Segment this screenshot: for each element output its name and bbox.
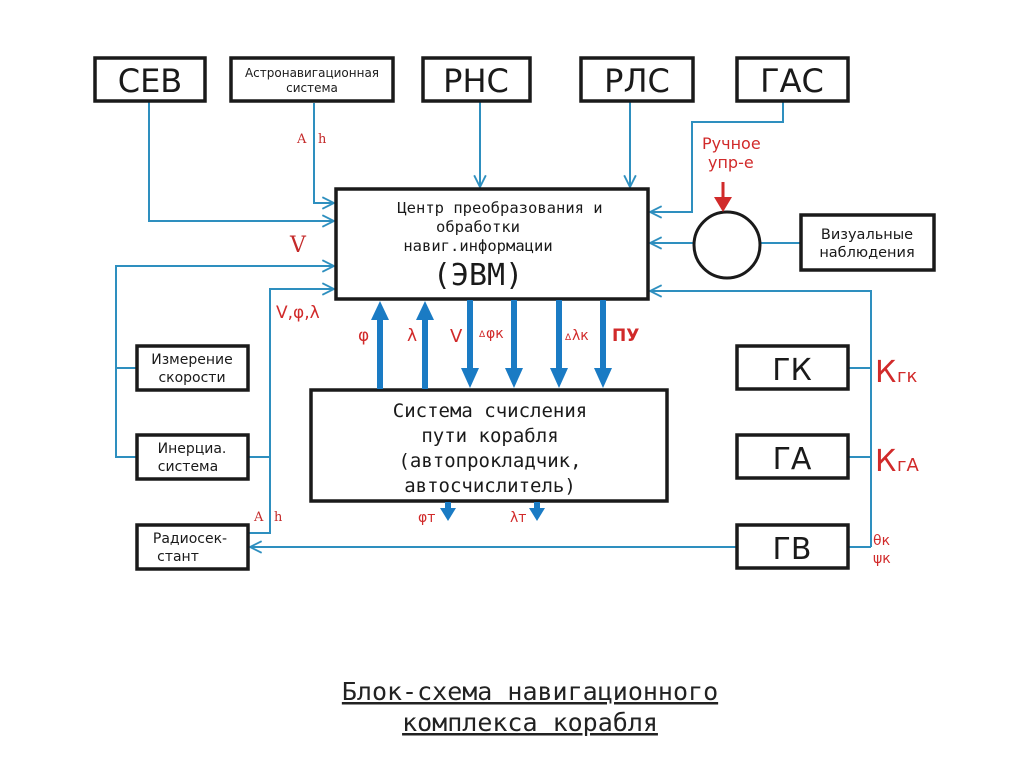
signal-lambda-t: λт [510,510,526,526]
block-gk: ГК [735,344,850,391]
sextant-label-1: Радиосек- [153,531,227,547]
wire-gyro-bus [650,291,872,547]
dr-label-4: автосчислитель) [404,475,576,497]
arrow-lambda-t-head [529,508,545,521]
gv-label: ГВ [773,532,812,567]
block-rns: РНС [421,56,532,103]
speed-label-2: скорости [158,370,225,386]
gk-label: ГК [772,353,812,388]
signal-k-ga-sub: гА [897,455,919,476]
block-rls: РЛС [579,56,695,103]
block-gas: ГАС [735,56,850,103]
signal-k-ga: К [875,444,896,479]
sextant-label-2: стант [157,549,199,565]
signal-pu: ПУ [612,326,639,346]
block-radio-sextant: Радиосек- стант [135,523,250,571]
arrow-v-head [461,368,479,388]
astro-label-2: система [286,81,338,95]
signal-manual-1: Ручное [702,134,761,153]
block-center-evm: Центр преобразования и обработки навиг.и… [334,187,650,301]
wire-astro [313,103,334,203]
signal-dphi-delta: Δ [479,330,486,340]
signal-v-phi-lambda: V,φ,λ [276,303,320,323]
block-sev: СЕВ [93,56,207,103]
rns-label: РНС [443,62,509,100]
signal-dlambda-delta: Δ [565,333,572,343]
rls-label: РЛС [604,62,670,100]
gas-label: ГАС [760,62,824,100]
arrow-phi-head [371,301,389,320]
signal-dlambda: λк [572,328,589,344]
signal-sextant-a: A [253,510,264,525]
signal-psi-k: ψк [873,551,891,567]
block-inertial: Инерциа. система [135,433,250,481]
arrow-pu-head [594,368,612,388]
diagram-caption: Блок-схема навигационного комплекса кора… [342,677,718,737]
signal-k-gk: К [875,355,896,390]
connection-wires [115,102,872,547]
signal-astro-h: h [318,132,327,147]
signal-phi: φ [358,326,369,346]
signal-labels: A h V V,φ,λ Ручное упр-е φ λ V Δ φк Δ λк… [253,132,919,567]
arrow-dlambda-head [550,368,568,388]
inertial-label-2: система [158,459,218,475]
speed-label-1: Измерение [151,352,232,368]
signal-v: V [450,326,463,347]
visual-label-2: наблюдения [819,245,914,261]
bus-arrows [371,300,612,521]
center-label-1: Центр преобразования и [397,199,602,217]
block-speed-measurement: Измерение скорости [135,344,250,392]
block-gv: ГВ [735,523,850,570]
manual-control-arrow [714,182,732,212]
visual-label-1: Визуальные [821,227,913,243]
wire-sextant-up [248,289,334,534]
caption-line-1: Блок-схема навигационного [342,677,718,706]
caption-line-2: комплекса корабля [402,708,658,737]
wire-gas [650,102,784,212]
dr-label-2: пути корабля [421,425,558,447]
ga-label: ГА [773,442,812,477]
signal-sev-v: V [289,233,307,258]
signal-phi-t: φт [418,510,435,526]
dr-label-3: (автопрокладчик, [398,450,581,472]
signal-k-gk-sub: гк [897,366,917,387]
wire-inertial-left [115,368,137,458]
center-label-3: навиг.информации [403,237,552,255]
dr-label-1: Система счисления [393,400,587,422]
signal-theta-k: θк [873,533,890,549]
sev-label: СЕВ [118,62,183,100]
block-dead-reckoning: Система счисления пути корабля (автопрок… [309,388,669,503]
arrow-phi-t-head [440,508,456,521]
signal-lambda: λ [407,326,417,346]
center-label-2: обработки [436,218,520,236]
wire-sev [148,102,334,221]
center-label-4: (ЭВМ) [433,258,523,293]
inertial-label-1: Инерциа. [158,441,227,457]
signal-dphi: φк [486,326,504,342]
block-astro: Астронавигационная система [229,56,395,103]
arrow-lambda-head [416,301,434,320]
wire-speed [115,266,334,369]
signal-sextant-h: h [274,510,283,525]
block-ga: ГА [735,433,850,480]
manual-control-junction [692,210,762,280]
signal-manual-2: упр-е [708,153,754,172]
block-visual-observation: Визуальные наблюдения [799,213,936,272]
signal-astro-a: A [296,132,307,147]
arrow-dphi-head [505,368,523,388]
astro-label-1: Астронавигационная [245,66,379,80]
